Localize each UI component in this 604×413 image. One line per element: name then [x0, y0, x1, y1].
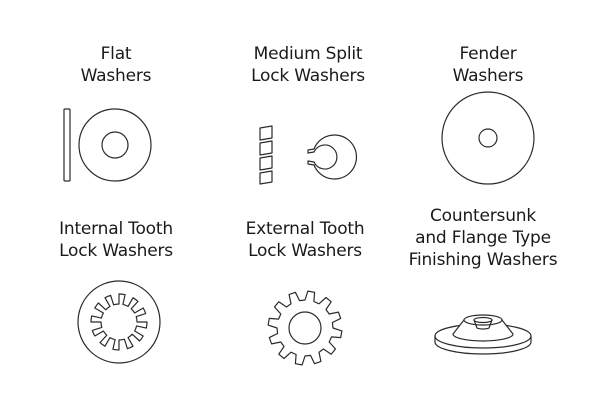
flat-washer-icon	[63, 108, 152, 182]
medium-split-lock-washer-icon	[259, 125, 358, 185]
label-line: and Flange Type	[415, 228, 551, 248]
label-line: Lock Washers	[251, 66, 365, 86]
washer-label: Flat Washers	[16, 43, 216, 87]
washer-label: Medium Split Lock Washers	[208, 43, 408, 87]
washer-label: Countersunk and Flange Type Finishing Wa…	[383, 205, 583, 271]
washer-label: External Tooth Lock Washers	[205, 218, 405, 262]
fender-washer-icon	[441, 91, 535, 185]
label-line: Lock Washers	[59, 241, 173, 261]
label-line: Washers	[80, 66, 152, 86]
internal-tooth-lock-washer-icon	[77, 280, 161, 364]
external-tooth-lock-washer-icon	[267, 290, 343, 366]
label-line: Countersunk	[430, 206, 536, 226]
countersunk-flange-finishing-washer-icon	[434, 314, 532, 355]
label-line: Internal Tooth	[59, 219, 173, 239]
washer-label: Internal Tooth Lock Washers	[16, 218, 216, 262]
label-line: Lock Washers	[248, 241, 362, 261]
label-line: Fender	[459, 44, 517, 64]
washer-label: Fender Washers	[388, 43, 588, 87]
label-line: Flat	[100, 44, 132, 64]
label-line: External Tooth	[245, 219, 365, 239]
label-line: Medium Split	[253, 44, 363, 64]
label-line: Finishing Washers	[408, 250, 558, 270]
label-line: Washers	[452, 66, 524, 86]
